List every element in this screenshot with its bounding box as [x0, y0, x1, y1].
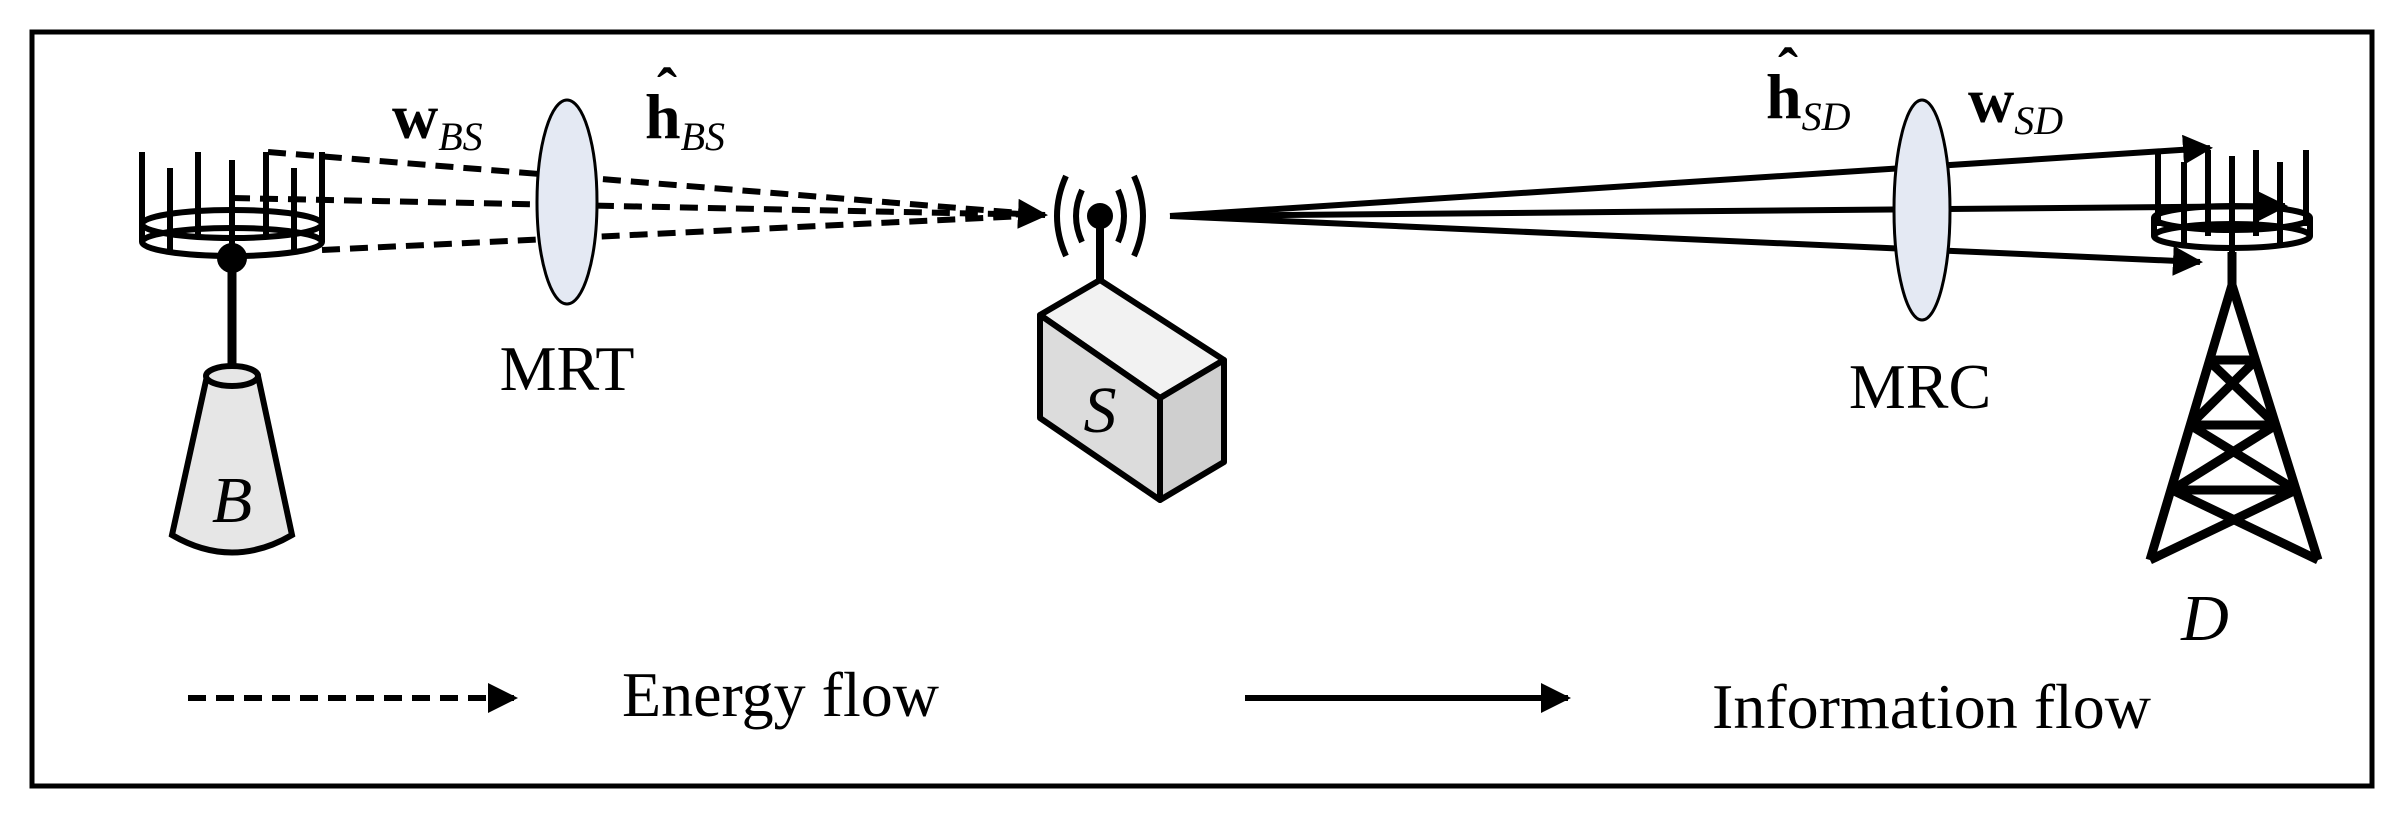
wireless-signal-icon	[1054, 174, 1146, 282]
bs-channel-estimate: ˆ hBS	[645, 57, 725, 159]
svg-text:hBS: hBS	[645, 81, 725, 159]
base-station-antenna-icon	[139, 152, 325, 368]
energy-beams	[231, 149, 1048, 253]
information-beams	[1169, 134, 2288, 276]
bs-node-label: B	[212, 464, 252, 537]
legend: Energy flow Information flow	[188, 659, 2151, 742]
energy-beam-middle	[231, 195, 1046, 218]
information-beam-bottom	[1169, 213, 2203, 276]
mrt-lens-icon	[535, 98, 599, 306]
energy-beam-bottom	[321, 212, 1046, 253]
svg-text:hSD: hSD	[1766, 61, 1851, 139]
base-station-body: B	[168, 363, 296, 556]
destination-tower-icon	[2145, 252, 2323, 565]
mrt-lens: MRT	[500, 98, 635, 404]
information-beam-top	[1169, 134, 2213, 219]
legend-energy-label: Energy flow	[622, 659, 939, 730]
destination-node-label: D	[2180, 582, 2229, 655]
source-node-label: S	[1084, 374, 1117, 447]
energy-beam-arrow	[999, 198, 1048, 229]
mrt-label: MRT	[500, 333, 635, 404]
diagram-frame	[29, 29, 2375, 789]
sd-channel-estimate: ˆ hSD	[1766, 37, 1851, 139]
mrc-lens: MRC	[1849, 98, 1991, 422]
source-box-icon	[1037, 277, 1227, 503]
source-node: S	[1037, 174, 1227, 503]
legend-information-label: Information flow	[1712, 671, 2151, 742]
bs-beam-weight: wBS	[392, 81, 483, 159]
mrc-label: MRC	[1849, 351, 1991, 422]
mrc-lens-icon	[1892, 98, 1952, 322]
svg-text:ˆ: ˆ	[1778, 37, 1798, 103]
energy-beam-top	[267, 149, 1046, 218]
information-beam-middle	[1169, 191, 2288, 222]
destination-antenna-icon	[2151, 150, 2313, 252]
sd-beam-weight: wSD	[1968, 65, 2063, 143]
base-station-cone-icon	[168, 373, 296, 556]
svg-text:ˆ: ˆ	[657, 57, 677, 123]
